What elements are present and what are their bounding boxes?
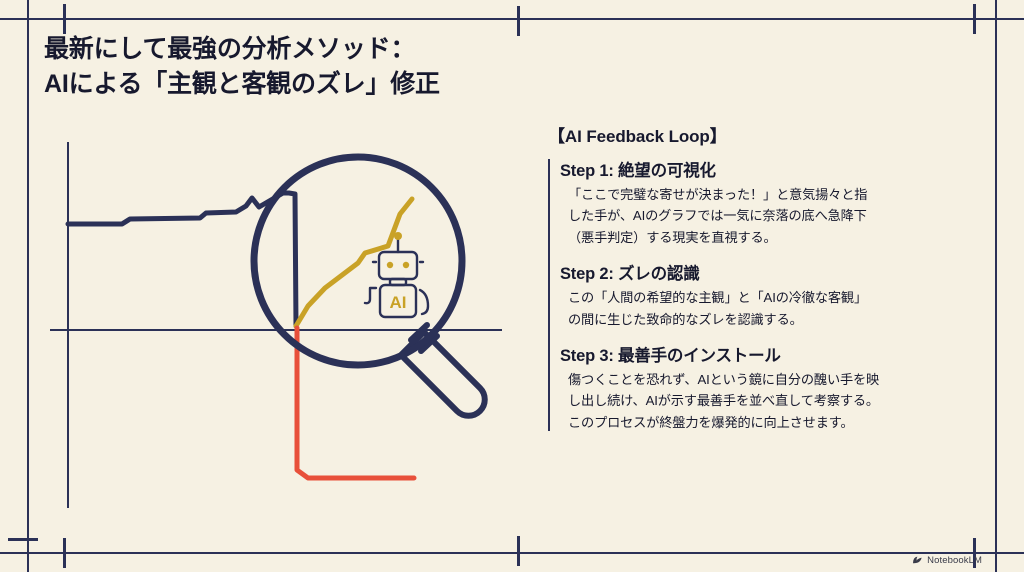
- feedback-loop-panel: 【AI Feedback Loop】 Step 1: 絶望の可視化 「ここで完璧…: [548, 122, 973, 433]
- step-title: Step 1: 絶望の可視化: [560, 162, 716, 180]
- magnifier-lens: [250, 153, 466, 369]
- registration-mark-top-left: [63, 4, 66, 34]
- step-item-1: Step 1: 絶望の可視化 「ここで完璧な寄せが決まった！」と意気揚々と指 し…: [560, 157, 973, 248]
- analysis-graph-illustration: AI: [40, 136, 540, 524]
- step-title: Step 2: ズレの認識: [560, 265, 700, 284]
- ai-robot-label: AI: [390, 293, 407, 312]
- registration-mark-bottom-left-h: [8, 538, 38, 541]
- step-item-2: Step 2: ズレの認識 この「人間の希望的な主観」と「AIの冷徹な客観」 の…: [560, 260, 973, 330]
- step-body: この「人間の希望的な主観」と「AIの冷徹な客観」 の間に生じた致命的なズレを認識…: [568, 290, 867, 327]
- frame-rule-top: [0, 18, 1024, 20]
- step-title: Step 3: 最善手のインストール: [560, 346, 781, 365]
- page-title: 最新にして最強の分析メソッド： AIによる「主観と客観のズレ」修正: [44, 35, 440, 98]
- registration-mark-bottom-right: [973, 538, 976, 568]
- ai-evaluation-line: [293, 196, 415, 329]
- ai-robot-icon: [363, 232, 430, 319]
- registration-mark-bottom-left: [63, 538, 66, 568]
- registration-mark-top-center: [517, 6, 520, 36]
- step-item-3: Step 3: 最善手のインストール 傷つくことを恐れず、AIという鏡に自分の醜…: [560, 342, 973, 433]
- footer-brand: NotebookLM: [912, 555, 982, 566]
- registration-mark-top-right: [973, 4, 976, 34]
- frame-rule-bottom: [0, 552, 1024, 554]
- registration-mark-bottom-center: [517, 536, 520, 566]
- brand-label: NotebookLM: [927, 555, 982, 566]
- frame-rule-right: [995, 0, 997, 572]
- step-body: 「ここで完璧な寄せが決まった！」と意気揚々と指 した手が、AIのグラフでは一気に…: [568, 187, 868, 245]
- frame-rule-left: [27, 0, 29, 572]
- panel-heading: 【AI Feedback Loop】: [548, 127, 727, 146]
- steps-list: Step 1: 絶望の可視化 「ここで完璧な寄せが決まった！」と意気揚々と指 し…: [548, 157, 973, 433]
- human-evaluation-line: [65, 190, 299, 329]
- magnifier-handle: [398, 322, 488, 419]
- steps-accent-bar: [548, 159, 550, 431]
- notebooklm-icon: [912, 555, 923, 566]
- step-body: 傷つくことを恐れず、AIという鏡に自分の醜い手を映 し出し続け、AIが示す最善手…: [568, 371, 880, 430]
- blunder-drop-line: [294, 325, 417, 481]
